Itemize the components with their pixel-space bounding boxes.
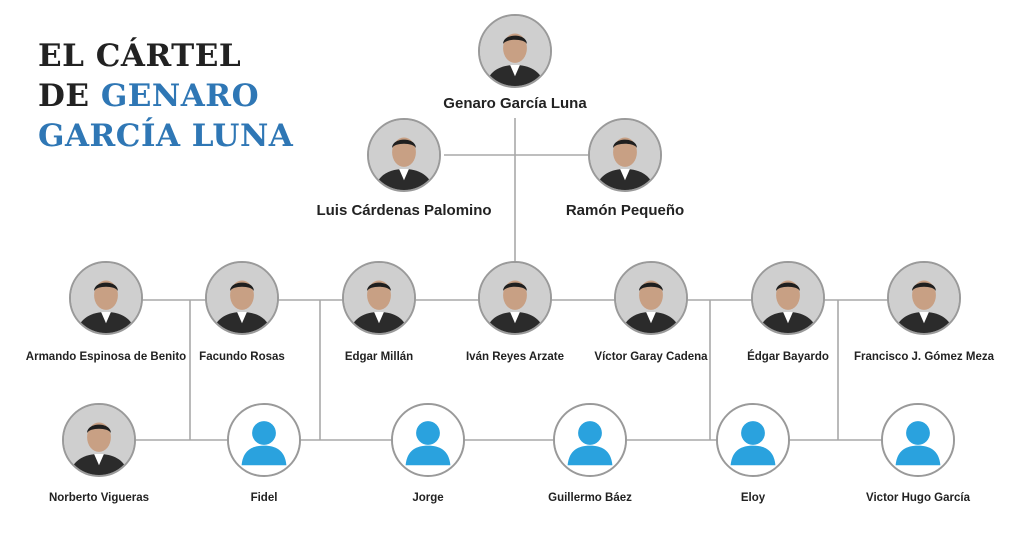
- person-photo: [478, 261, 552, 335]
- person-photo: [205, 261, 279, 335]
- person-photo: [69, 261, 143, 335]
- person-name: Iván Reyes Arzate: [465, 351, 565, 363]
- person-name: Luis Cárdenas Palomino: [316, 202, 492, 219]
- person-name: Fidel: [250, 492, 278, 504]
- person-name: Victor Hugo García: [866, 492, 970, 504]
- person-photo: [367, 118, 441, 192]
- portrait-icon: [64, 405, 134, 475]
- person-photo: [751, 261, 825, 335]
- user-placeholder-icon: [555, 405, 625, 475]
- person-photo: [227, 403, 301, 477]
- portrait-icon: [889, 263, 959, 333]
- portrait-icon: [71, 263, 141, 333]
- person-name: Guillermo Báez: [548, 492, 632, 504]
- user-placeholder-icon: [229, 405, 299, 475]
- person-name: Genaro García Luna: [443, 95, 587, 112]
- person-photo: [391, 403, 465, 477]
- person-photo: [881, 403, 955, 477]
- person-name: Edgar Millán: [344, 351, 414, 363]
- person-photo: [588, 118, 662, 192]
- person-photo: [887, 261, 961, 335]
- person-name: Jorge: [412, 492, 444, 504]
- title-line-1: EL CÁRTEL: [38, 38, 242, 74]
- user-placeholder-icon: [718, 405, 788, 475]
- person-photo: [553, 403, 627, 477]
- person-photo: [716, 403, 790, 477]
- title-line-2: DE GENARO: [38, 78, 260, 114]
- portrait-icon: [480, 263, 550, 333]
- portrait-icon: [369, 120, 439, 190]
- person-photo: [342, 261, 416, 335]
- user-placeholder-icon: [393, 405, 463, 475]
- portrait-icon: [753, 263, 823, 333]
- portrait-icon: [590, 120, 660, 190]
- person-photo: [614, 261, 688, 335]
- person-name: Norberto Vigueras: [48, 492, 150, 504]
- portrait-icon: [207, 263, 277, 333]
- diagram-title: EL CÁRTEL DE GENARO GARCÍA LUNA: [38, 36, 293, 156]
- title-line-3: GARCÍA LUNA: [38, 118, 294, 154]
- person-name: Facundo Rosas: [199, 351, 285, 363]
- portrait-icon: [616, 263, 686, 333]
- person-name: Ramón Pequeño: [565, 202, 685, 219]
- user-placeholder-icon: [883, 405, 953, 475]
- person-photo: [478, 14, 552, 88]
- person-name: Eloy: [740, 492, 766, 504]
- person-name: Víctor Garay Cadena: [594, 351, 708, 363]
- portrait-icon: [480, 16, 550, 86]
- person-name: Édgar Bayardo: [747, 351, 829, 363]
- person-name: Francisco J. Gómez Meza: [854, 351, 994, 363]
- person-photo: [62, 403, 136, 477]
- portrait-icon: [344, 263, 414, 333]
- person-name: Armando Espinosa de Benito: [25, 351, 187, 363]
